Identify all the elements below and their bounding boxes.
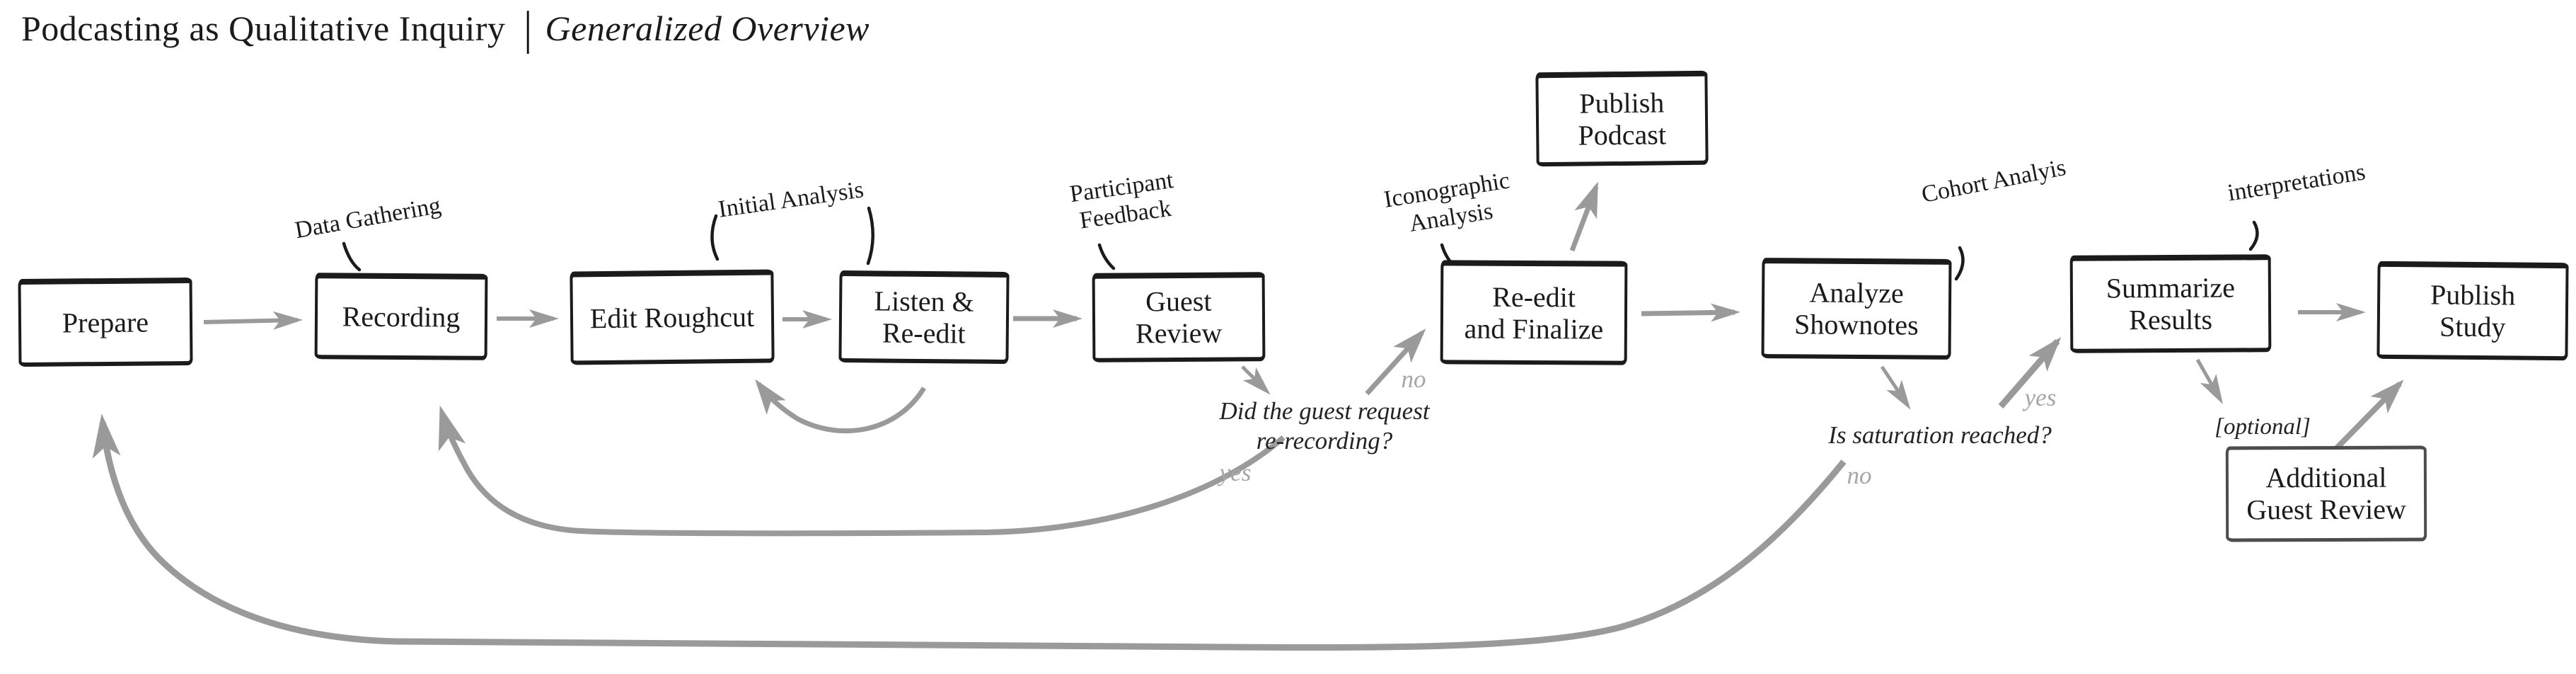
label-yes-guest-rerecord: yes <box>1219 459 1252 486</box>
node-additional-guest-review-label: Additional Guest Review <box>2246 461 2406 525</box>
edge-no-reeditfinalize <box>1365 329 1426 396</box>
tick-participant-feedback <box>1097 243 1116 270</box>
node-listen-reedit: Listen & Re-edit <box>838 270 1010 365</box>
node-analyze-shownotes: Analyze Shownotes <box>1761 258 1952 360</box>
edge-listenreedit-editroughcut-loop <box>755 379 926 434</box>
node-listen-reedit-label: Listen & Re-edit <box>874 285 974 350</box>
node-summarize-results-label: Summarize Results <box>2106 271 2236 336</box>
label-no-saturation: no <box>1847 462 1872 489</box>
node-publish-podcast: Publish Podcast <box>1535 70 1709 167</box>
edge-yes-summarizeresults <box>1998 336 2062 409</box>
node-guest-review: Guest Review <box>1092 272 1266 362</box>
node-edit-roughcut: Edit Roughcut <box>570 269 775 365</box>
label-yes-saturation: yes <box>2024 384 2057 411</box>
node-publish-study-label: Publish Study <box>2430 278 2516 343</box>
title-main: Podcasting as Qualitative Inquiry <box>21 8 506 48</box>
node-prepare-label: Prepare <box>62 306 149 339</box>
edge-analyzeshownotes-question <box>1880 365 1911 410</box>
question-guest-rerecord: Did the guest request re-recording? <box>1219 397 1430 455</box>
node-prepare: Prepare <box>18 277 193 367</box>
node-summarize-results: Summarize Results <box>2069 254 2272 353</box>
node-additional-guest-review: Additional Guest Review <box>2225 445 2427 542</box>
node-analyze-shownotes-label: Analyze Shownotes <box>1794 276 1919 341</box>
title-separator: | <box>524 1 533 55</box>
node-recording: Recording <box>314 273 488 360</box>
tick-initial-analysis-right <box>866 206 874 265</box>
tick-data-gathering <box>342 241 362 272</box>
node-publish-podcast-label: Publish Podcast <box>1578 86 1667 152</box>
edge-reeditfinalize-publishpodcast <box>1569 181 1599 252</box>
node-publish-study: Publish Study <box>2376 261 2569 361</box>
title-subtitle: Generalized Overview <box>545 8 870 48</box>
question-saturation: Is saturation reached? <box>1828 421 2052 449</box>
label-no-guest-rerecord: no <box>1401 365 1426 393</box>
node-reedit-finalize: Re-edit and Finalize <box>1440 260 1628 365</box>
page-title: Podcasting as Qualitative Inquiry | Gene… <box>21 1 870 55</box>
edge-no-prepare-loop <box>92 413 1847 651</box>
node-recording-label: Recording <box>342 300 461 333</box>
tick-interpretations <box>2248 220 2259 251</box>
note-optional: [optional] <box>2214 414 2311 440</box>
node-guest-review-label: Guest Review <box>1135 285 1223 350</box>
edge-prepare-recording <box>203 311 303 330</box>
node-edit-roughcut-label: Edit Roughcut <box>589 300 755 334</box>
edge-reeditfinalize-analyzeshownotes <box>1641 303 1740 322</box>
edge-yes-recording-loop <box>438 405 1286 537</box>
edge-guestreview-question <box>1241 365 1271 395</box>
tick-initial-analysis-left <box>710 214 720 261</box>
node-reedit-finalize-label: Re-edit and Finalize <box>1464 280 1604 345</box>
edge-summarizeresults-optional <box>2195 358 2223 404</box>
tick-cohort-analysis <box>1954 246 1965 281</box>
